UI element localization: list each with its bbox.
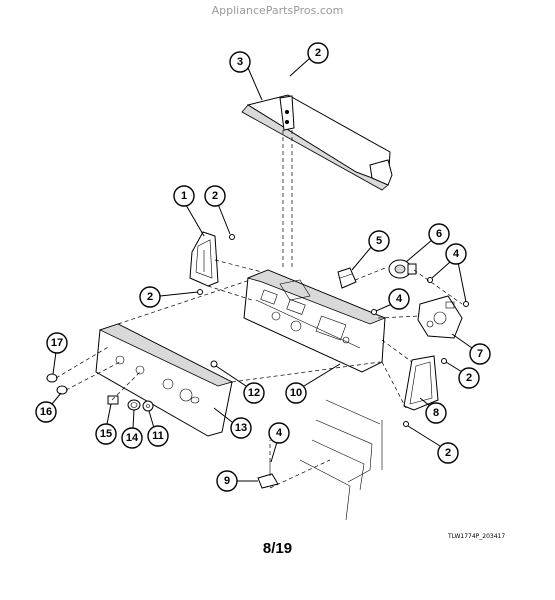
callout-7: 7	[451, 333, 491, 365]
part-15-clip	[107, 395, 119, 405]
svg-text:17: 17	[51, 337, 63, 349]
callout-14: 14	[121, 409, 143, 449]
callout-16: 16	[35, 392, 62, 423]
part-17-button	[46, 373, 58, 383]
part-8-right-end-cap	[403, 355, 439, 411]
callout-9: 9	[216, 470, 258, 492]
callout-2-bottom: 2	[407, 425, 459, 464]
callout-8: 8	[419, 397, 447, 424]
callout-2-right: 2	[445, 361, 480, 389]
part-13-washer	[142, 400, 154, 412]
callout-2-top: 2	[289, 42, 329, 77]
callout-5: 5	[351, 230, 390, 271]
callout-2-left: 2	[139, 286, 199, 308]
part-11-screw	[210, 360, 218, 368]
svg-text:1: 1	[181, 190, 187, 202]
svg-text:3: 3	[237, 56, 243, 68]
svg-text:11: 11	[152, 430, 164, 442]
part-1-left-end-cap	[189, 231, 219, 287]
callout-15: 15	[95, 403, 117, 445]
part-9-bracket	[257, 462, 279, 489]
callout-2-upper-left: 2	[204, 185, 231, 235]
drawing-code: TLW1774P_203417	[448, 533, 506, 540]
callout-11: 12	[215, 365, 265, 404]
part-5-switch	[337, 267, 357, 289]
svg-text:10: 10	[290, 387, 302, 399]
svg-text:9: 9	[224, 475, 230, 487]
screws	[197, 234, 469, 427]
callout-1: 1	[173, 185, 205, 237]
svg-text:12: 12	[248, 387, 260, 399]
svg-text:2: 2	[315, 47, 321, 59]
site-watermark: AppliancePartsPros.com	[211, 4, 344, 17]
svg-text:7: 7	[477, 348, 483, 360]
lower-cabinet	[299, 399, 383, 521]
svg-text:15: 15	[100, 428, 112, 440]
svg-text:2: 2	[445, 447, 451, 459]
callout-17: 17	[46, 332, 68, 375]
svg-text:4: 4	[453, 248, 460, 260]
svg-text:13: 13	[235, 422, 247, 434]
svg-text:4: 4	[396, 293, 403, 305]
callout-4-right: 4	[431, 243, 467, 303]
callout-12: 13	[213, 407, 252, 439]
page-number: 8/19	[262, 540, 293, 557]
part-7-switch-assembly	[417, 295, 463, 339]
svg-text:8: 8	[433, 407, 439, 419]
svg-text:5: 5	[376, 235, 382, 247]
part-10-control-panel	[243, 269, 387, 373]
callout-10: 10	[285, 363, 341, 404]
svg-text:6: 6	[436, 228, 442, 240]
callout-4-middle: 4	[375, 288, 410, 312]
svg-text:16: 16	[40, 406, 52, 418]
assembly-lines	[55, 259, 463, 489]
svg-text:2: 2	[212, 190, 218, 202]
callout-6: 6	[405, 223, 450, 263]
svg-text:2: 2	[466, 372, 472, 384]
part-14-knob	[127, 399, 141, 411]
callout-3: 3	[229, 51, 263, 101]
part-12-front-console	[95, 323, 234, 437]
svg-text:4: 4	[276, 427, 283, 439]
svg-text:14: 14	[126, 432, 139, 444]
svg-text:2: 2	[147, 291, 153, 303]
part-6-knob-switch	[388, 259, 417, 279]
part-3-console-cover	[241, 94, 393, 191]
callout-4-bottom: 4	[268, 422, 290, 463]
part-16-button	[56, 385, 68, 395]
callout-13: 11	[147, 410, 169, 447]
